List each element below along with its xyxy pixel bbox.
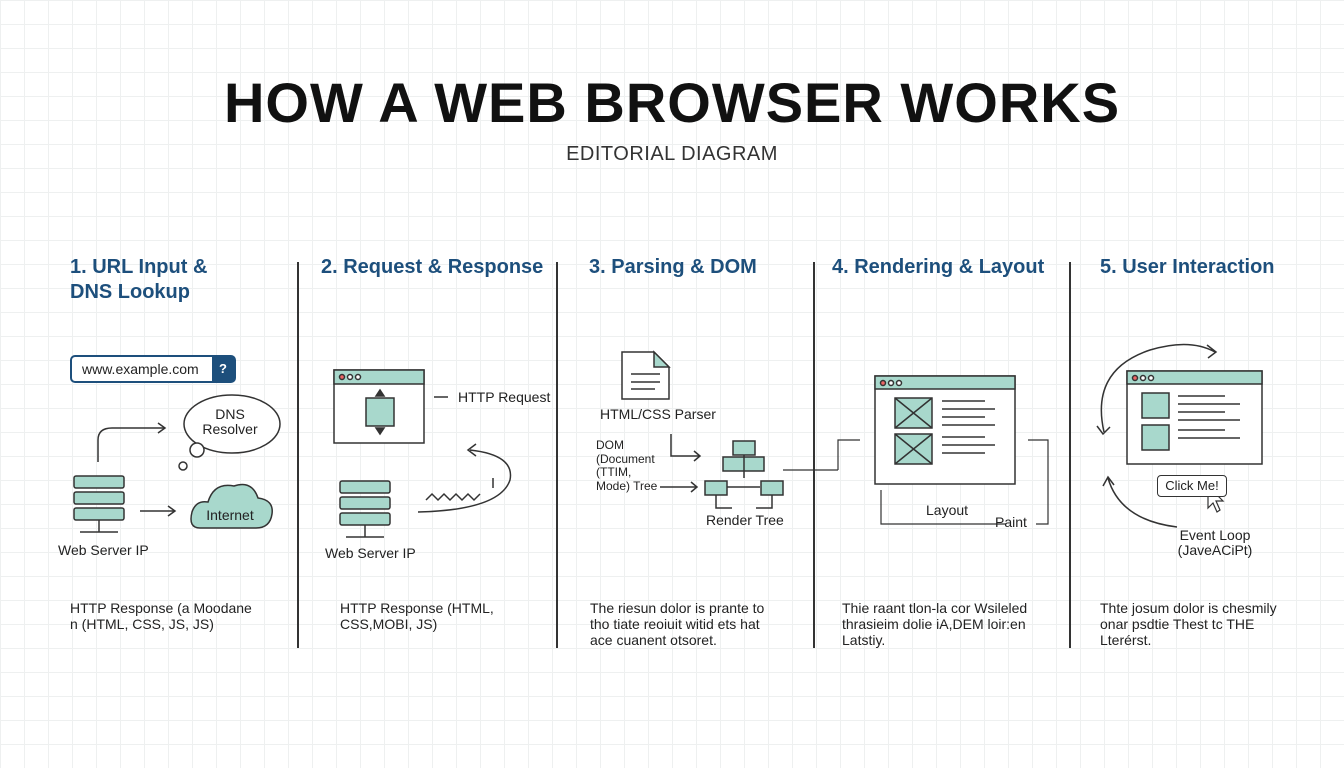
request-illustration [333, 369, 512, 538]
document-icon [621, 350, 671, 400]
page-title: HOW A WEB BROWSER WORKS [223, 71, 1121, 134]
step-1-description: HTTP Response (a Moodane n (HTML, CSS, J… [70, 600, 252, 632]
http-request-label: HTTP Request [458, 389, 551, 405]
divider [1069, 262, 1071, 648]
tree-icon [704, 440, 784, 509]
dns-illustration [73, 394, 281, 533]
interaction-illustration [1096, 343, 1263, 528]
divider [556, 262, 558, 648]
click-me-button[interactable]: Click Me! [1157, 475, 1227, 497]
internet-cloud-icon [190, 483, 273, 529]
step-2-description: HTTP Response (HTML, CSS,MOBI, JS) [340, 600, 494, 632]
rendering-illustration [837, 375, 1049, 525]
step-2-title: 2. Request & Response [321, 256, 544, 278]
page-subtitle: EDITORIAL DIAGRAM [566, 143, 778, 165]
step-5-title: 5. User Interaction [1100, 256, 1275, 278]
step-4-description: Thie raant tlon-la cor Wsileled thrasiei… [842, 600, 1028, 648]
web-server-label: Web Server IP [58, 542, 149, 558]
event-loop-label: Event Loop (JaveACiPt) [1177, 527, 1253, 558]
paint-label: Paint [995, 514, 1027, 530]
render-tree-label: Render Tree [706, 512, 784, 528]
parsing-illustration [621, 350, 838, 509]
dom-label: DOM (Document (TTIM, Mode) Tree [596, 438, 658, 493]
step-3-description: The riesun dolor is prante to tho tiate … [590, 600, 765, 648]
browser-window-icon [333, 369, 425, 444]
question-icon[interactable]: ? [212, 357, 234, 381]
step-5-description: Thte josum dolor is chesmily onar psdtie… [1100, 600, 1277, 648]
url-bar[interactable]: www.example.com? [70, 355, 236, 383]
browser-window-icon [1126, 370, 1263, 465]
layout-label: Layout [926, 502, 969, 518]
web-server-label: Web Server IP [325, 545, 416, 561]
browser-window-icon [874, 375, 1016, 485]
server-icon [73, 475, 125, 533]
divider [813, 262, 815, 648]
step-4-title: 4. Rendering & Layout [832, 256, 1045, 278]
divider [297, 262, 299, 648]
dns-resolver-label: DNS Resolver [202, 406, 258, 437]
parser-label: HTML/CSS Parser [600, 406, 716, 422]
step-1-title: 1. URL Input & DNS Lookup [70, 256, 208, 303]
url-text: www.example.com [82, 361, 199, 377]
dns-cloud-icon [183, 394, 281, 454]
server-icon [339, 480, 391, 538]
step-3-title: 3. Parsing & DOM [589, 256, 757, 278]
internet-label: Internet [206, 507, 254, 523]
